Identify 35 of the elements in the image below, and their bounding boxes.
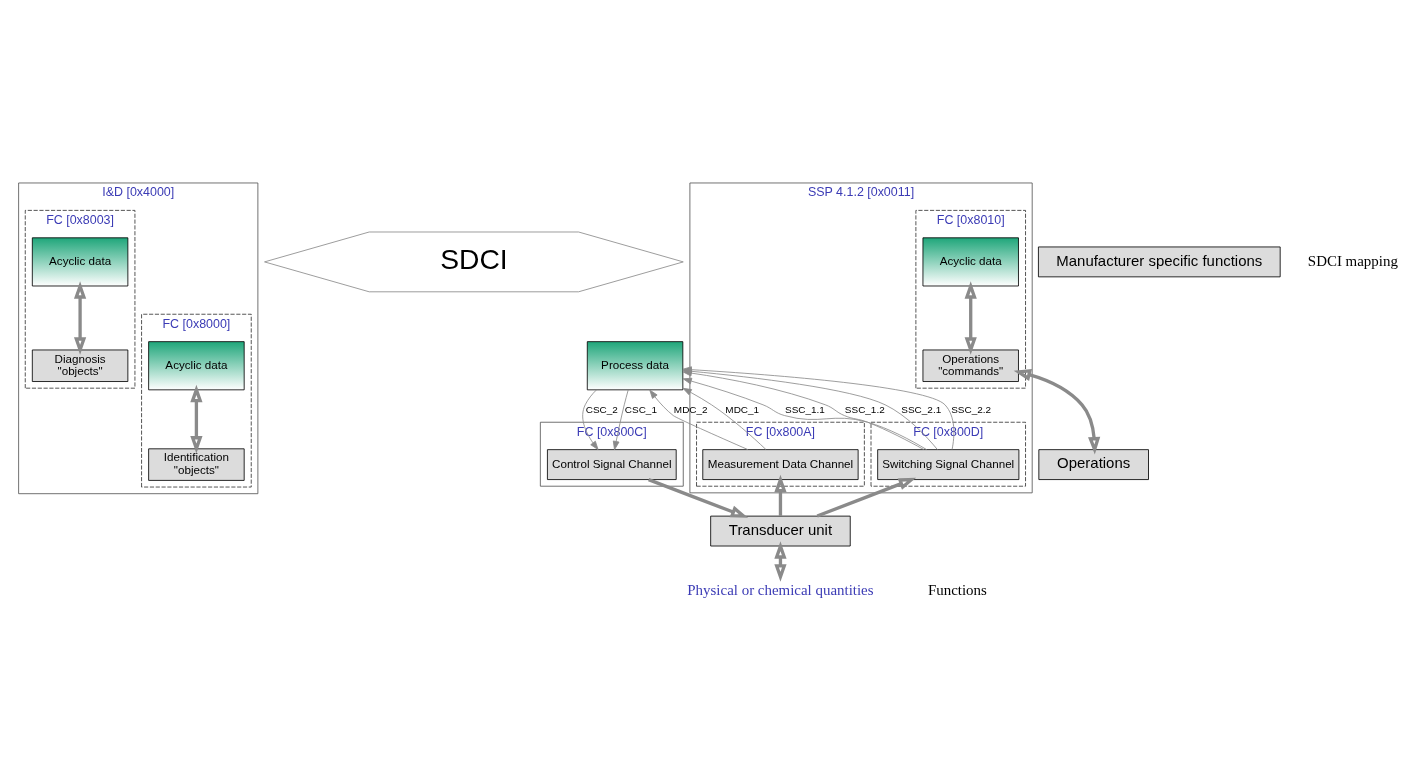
node-box: Acyclic data xyxy=(922,236,1019,286)
node-text: Physical or chemical quantities xyxy=(687,581,874,598)
node-box: Transducer unit xyxy=(710,515,851,546)
arrow xyxy=(612,389,629,450)
edge-label: CSC_1 xyxy=(624,403,657,415)
arrow xyxy=(774,474,787,516)
arrow xyxy=(1013,368,1101,454)
node-box: Process data xyxy=(586,340,684,390)
edge-label: SSC_2.2 xyxy=(951,403,992,415)
node-box: Control Signal Channel xyxy=(547,448,677,480)
arrow xyxy=(190,384,203,454)
node-box: Measurement Data Channel xyxy=(702,448,859,480)
label: Functions xyxy=(927,581,987,598)
arrow xyxy=(648,477,749,518)
arrow xyxy=(73,280,87,355)
arrow xyxy=(582,388,599,450)
arrow xyxy=(964,280,977,355)
node-box: Diagnosis "objects" xyxy=(31,349,129,382)
arrow xyxy=(649,389,749,450)
edge-label: MDC_2 xyxy=(673,403,708,415)
arrow xyxy=(774,540,787,582)
edge-label: SSC_1.2 xyxy=(844,403,885,415)
edge-label: SSC_1.1 xyxy=(785,403,825,415)
edge-label: MDC_1 xyxy=(725,403,760,415)
edge-label: SSC_2.1 xyxy=(901,403,942,415)
node-box: Operations "commands" xyxy=(922,349,1019,382)
node-box: Acyclic data xyxy=(31,236,129,286)
node-box: Switching Signal Channel xyxy=(877,448,1020,480)
label: SDCI mapping xyxy=(1307,252,1398,269)
node-box: Operations xyxy=(1038,448,1149,480)
node-box: Identification "objects" xyxy=(148,447,245,481)
node-box: Acyclic data xyxy=(148,340,245,390)
node-box: Manufacturer specific functions xyxy=(1038,246,1281,277)
arrow xyxy=(682,387,767,450)
edge-label: CSC_2 xyxy=(585,403,618,415)
